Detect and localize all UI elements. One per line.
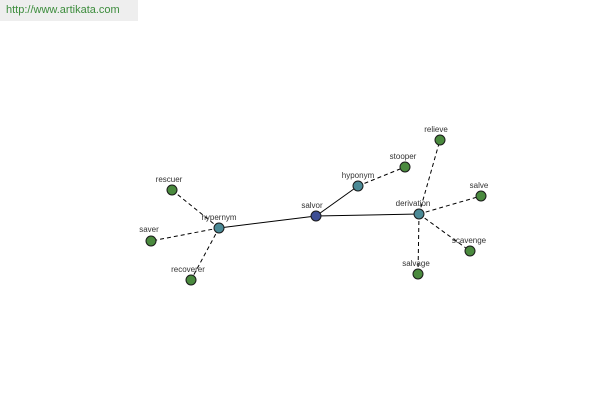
edge-hyponym-stooper <box>357 166 406 187</box>
site-url-link[interactable]: http://www.artikata.com <box>6 4 120 16</box>
word-node <box>434 134 446 146</box>
site-url-bar: http://www.artikata.com <box>0 0 138 21</box>
edge-derivation-salve <box>418 195 482 215</box>
word-label: scavenge <box>452 236 487 245</box>
word-node <box>399 161 411 173</box>
edges <box>150 139 482 281</box>
edge-center-hyponym <box>315 185 359 217</box>
center-node <box>310 210 322 222</box>
word-label: salve <box>470 181 489 190</box>
edge-hypernym-recoverer <box>190 227 220 281</box>
edge-derivation-relieve <box>418 139 441 215</box>
relation-label-hyponym: hyponym <box>342 171 375 180</box>
word-label: relieve <box>424 125 448 134</box>
edge-hypernym-saver <box>150 227 220 242</box>
relation-node-derivation <box>413 208 425 220</box>
relation-label-derivation: derivation <box>396 199 431 208</box>
edge-center-derivation <box>315 213 420 217</box>
relation-node-hypernym <box>213 222 225 234</box>
relation-node-hyponym <box>352 180 364 192</box>
word-label: stooper <box>390 152 417 161</box>
word-node <box>412 268 424 280</box>
nodes <box>145 134 487 286</box>
word-label: recoverer <box>171 265 205 274</box>
labels: salvor hypernym hyponym derivation rescu… <box>139 125 489 274</box>
word-label: salvage <box>402 259 430 268</box>
word-node <box>475 190 487 202</box>
word-node <box>464 245 476 257</box>
word-label: rescuer <box>156 175 183 184</box>
edge-derivation-scavenge <box>418 213 471 252</box>
relation-label-hypernym: hypernym <box>201 213 236 222</box>
edge-hypernym-rescuer <box>171 189 220 229</box>
word-label: saver <box>139 225 159 234</box>
word-node <box>185 274 197 286</box>
edge-center-hypernym <box>218 215 317 229</box>
word-node <box>166 184 178 196</box>
edge-derivation-salvage <box>417 213 420 275</box>
word-node <box>145 235 157 247</box>
center-label: salvor <box>301 201 323 210</box>
